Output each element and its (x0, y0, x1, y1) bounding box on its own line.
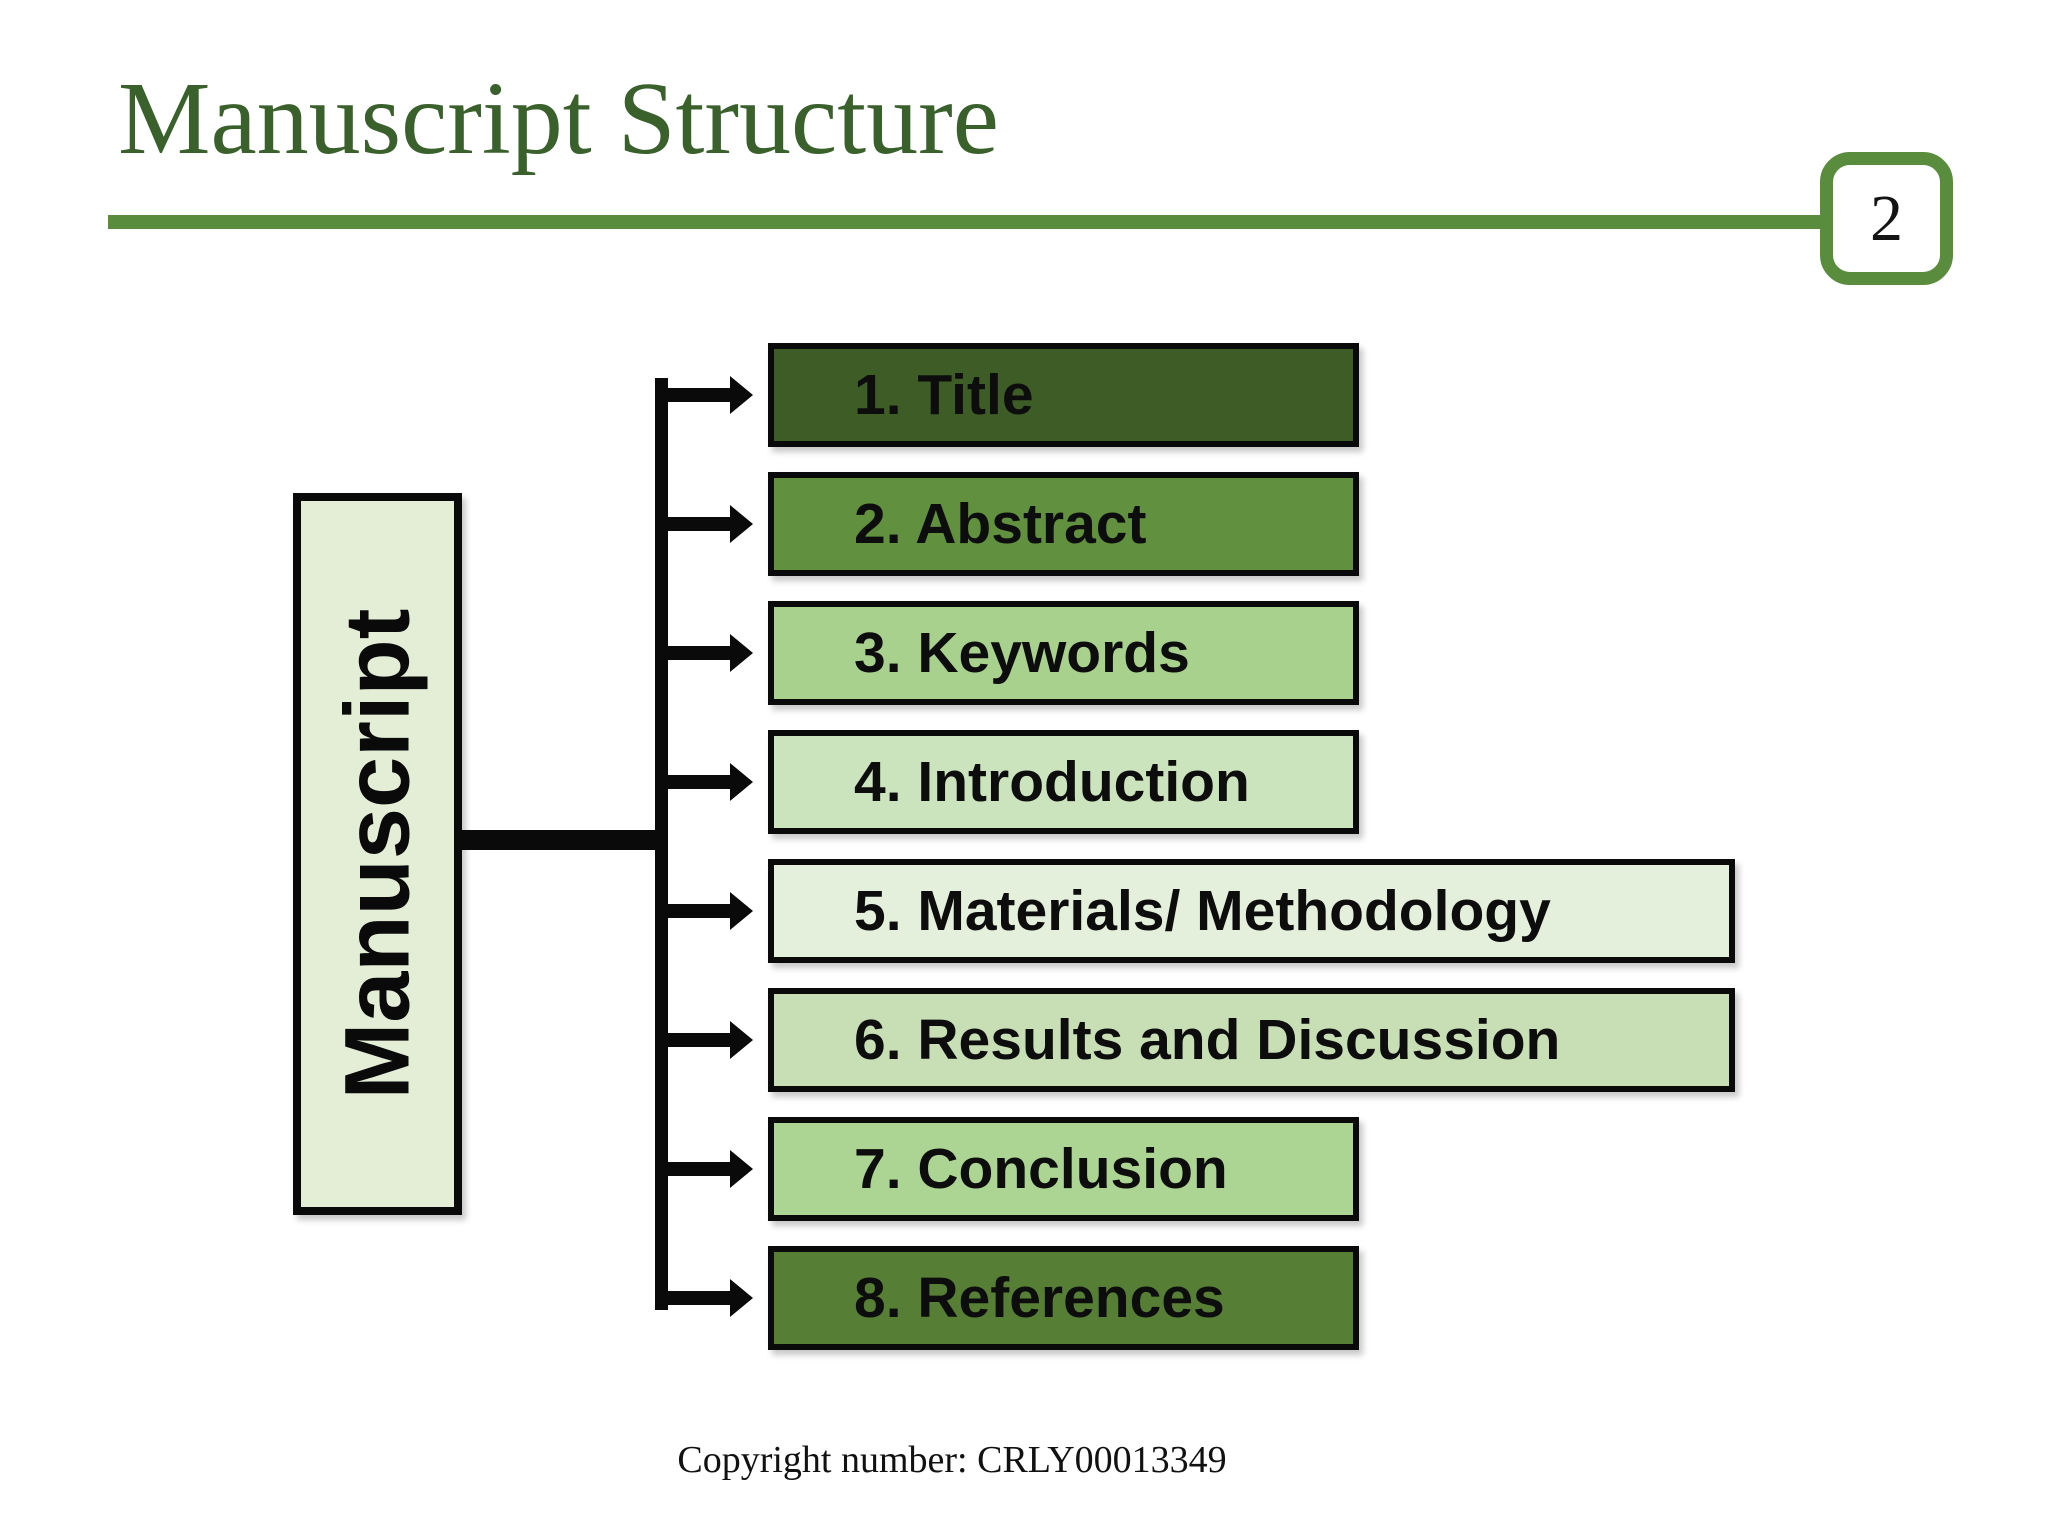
arrow-head-icon (730, 763, 753, 801)
arrow-shaft (658, 646, 731, 660)
diagram-box-label: 7. Conclusion (854, 1137, 1228, 1201)
arrow-head-icon (730, 505, 753, 543)
arrow-head-icon (730, 634, 753, 672)
manuscript-root-label: Manuscript (326, 608, 428, 1100)
connector-arrow (658, 505, 753, 543)
diagram-box: 6. Results and Discussion (768, 988, 1735, 1092)
arrow-head-icon (730, 376, 753, 414)
connector-arrow (658, 892, 753, 930)
arrow-head-icon (730, 1021, 753, 1059)
arrow-head-icon (730, 892, 753, 930)
page-number: 2 (1870, 181, 1903, 255)
arrow-shaft (658, 904, 731, 918)
diagram-box: 8. References (768, 1246, 1359, 1350)
arrow-shaft (658, 1291, 731, 1305)
diagram-box: 3. Keywords (768, 601, 1359, 705)
page-number-badge: 2 (1820, 152, 1953, 285)
connector-arrow (658, 1021, 753, 1059)
connector-arrow (658, 1279, 753, 1317)
connector-branch (458, 830, 668, 850)
diagram-box: 1. Title (768, 343, 1359, 447)
diagram-box-label: 4. Introduction (854, 750, 1250, 814)
diagram-box-label: 8. References (854, 1266, 1225, 1330)
arrow-head-icon (730, 1279, 753, 1317)
connector-arrow (658, 763, 753, 801)
arrow-shaft (658, 1162, 731, 1176)
diagram-box: 4. Introduction (768, 730, 1359, 834)
arrow-shaft (658, 388, 731, 402)
arrow-shaft (658, 517, 731, 531)
diagram-box-label: 5. Materials/ Methodology (854, 879, 1551, 943)
connector-arrow (658, 634, 753, 672)
arrow-shaft (658, 775, 731, 789)
diagram-box-label: 1. Title (854, 363, 1034, 427)
title-underline-rule (108, 215, 1820, 229)
connector-trunk (655, 378, 668, 1310)
diagram-box-label: 3. Keywords (854, 621, 1190, 685)
copyright-footer: Copyright number: CRLY00013349 (677, 1439, 1227, 1481)
diagram-box-label: 2. Abstract (854, 492, 1147, 556)
arrow-shaft (658, 1033, 731, 1047)
connector-arrow (658, 376, 753, 414)
arrow-head-icon (730, 1150, 753, 1188)
slide-title: Manuscript Structure (118, 61, 999, 176)
diagram-box: 7. Conclusion (768, 1117, 1359, 1221)
diagram-box: 2. Abstract (768, 472, 1359, 576)
diagram-box: 5. Materials/ Methodology (768, 859, 1735, 963)
manuscript-root-box: Manuscript (293, 493, 462, 1215)
diagram-box-label: 6. Results and Discussion (854, 1008, 1561, 1072)
connector-arrow (658, 1150, 753, 1188)
